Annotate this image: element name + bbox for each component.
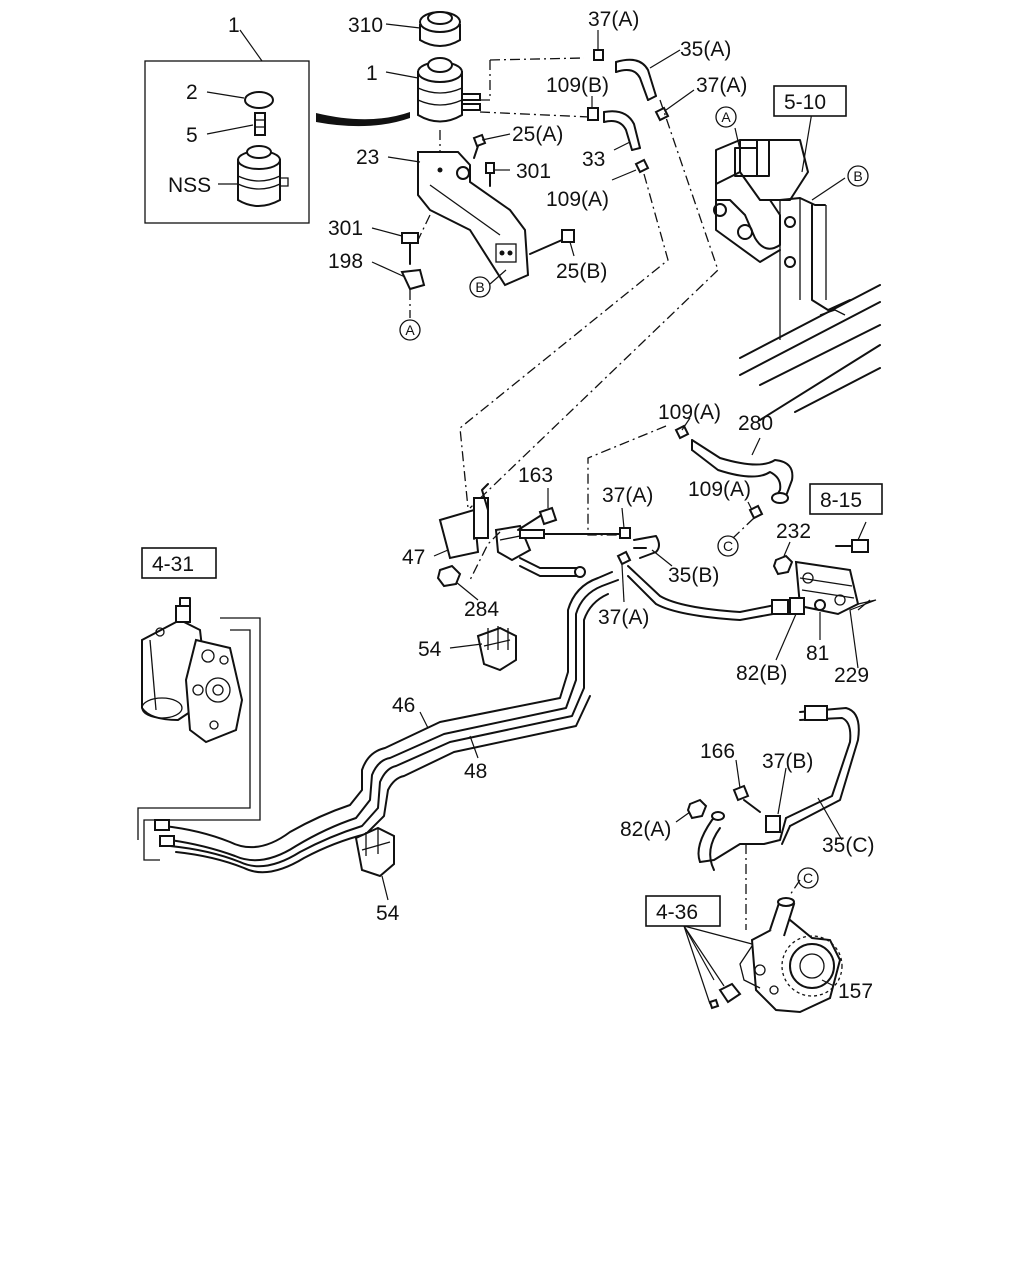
connector-b-upper: B xyxy=(847,165,869,187)
connector-a-lower: A xyxy=(399,319,421,341)
ref-box-4-36: 4-36 xyxy=(645,895,721,927)
reservoir-assembly xyxy=(371,11,591,318)
oil-cooler xyxy=(772,521,877,669)
callout-229: 229 xyxy=(834,664,869,687)
inset-pointer-arrow xyxy=(316,112,410,127)
callout-46: 46 xyxy=(392,694,415,717)
svg-text:8-15: 8-15 xyxy=(820,489,862,512)
callout-48: 48 xyxy=(464,760,487,783)
svg-text:A: A xyxy=(721,109,731,125)
ref-box-5-10: 5-10 xyxy=(773,85,847,117)
callout-labels: 1 2 5 NSS 310 1 23 301 301 198 25(A) 25(… xyxy=(168,8,875,1003)
callout-284: 284 xyxy=(464,598,499,621)
pipe-clamp-upper xyxy=(449,626,517,672)
callout-82b: 82(B) xyxy=(736,662,787,685)
callout-163: 163 xyxy=(518,464,553,487)
callout-47: 47 xyxy=(402,546,425,569)
connector-c-lower: C xyxy=(797,867,819,889)
callout-54-upper: 54 xyxy=(418,638,442,661)
callout-109a-2: 109(A) xyxy=(658,401,721,424)
steering-gear-box xyxy=(141,597,244,744)
callout-198: 198 xyxy=(328,250,363,273)
callout-37b: 37(B) xyxy=(762,750,813,773)
callout-37a-4: 37(A) xyxy=(598,606,649,629)
callout-35c: 35(C) xyxy=(822,834,875,857)
callout-82a: 82(A) xyxy=(620,818,671,841)
svg-text:B: B xyxy=(475,279,484,295)
svg-text:4-31: 4-31 xyxy=(152,553,194,576)
callout-1-inset: 1 xyxy=(228,14,240,37)
callout-301-upper: 301 xyxy=(516,160,551,183)
callout-81: 81 xyxy=(806,642,829,665)
callout-nss: NSS xyxy=(168,174,211,197)
ref-box-4-31: 4-31 xyxy=(141,547,217,579)
svg-text:C: C xyxy=(803,870,813,886)
pipe-clamp-lower xyxy=(354,826,395,901)
svg-text:A: A xyxy=(405,322,415,338)
callout-1-reservoir: 1 xyxy=(366,62,378,85)
callout-37a-3: 37(A) xyxy=(602,484,653,507)
callout-109b: 109(B) xyxy=(546,74,609,97)
callout-232: 232 xyxy=(776,520,811,543)
callout-2: 2 xyxy=(186,81,198,104)
upper-return-hoses xyxy=(459,30,719,529)
callout-301-lower: 301 xyxy=(328,217,363,240)
callout-25b: 25(B) xyxy=(556,260,607,283)
hose-35b xyxy=(616,507,673,603)
callout-280: 280 xyxy=(738,412,773,435)
connector-b-lower: B xyxy=(469,269,507,298)
callout-109a-3: 109(A) xyxy=(688,478,751,501)
svg-text:5-10: 5-10 xyxy=(784,91,826,114)
connector-a-upper: A xyxy=(715,106,737,128)
connector-c-upper: C xyxy=(717,535,739,557)
svg-text:4-36: 4-36 xyxy=(656,901,698,924)
callout-33: 33 xyxy=(582,148,605,171)
callout-109a-1: 109(A) xyxy=(546,188,609,211)
callout-23: 23 xyxy=(356,146,379,169)
pump-supply-hose xyxy=(675,705,860,930)
hose-280-assembly xyxy=(587,417,794,539)
callout-310: 310 xyxy=(348,14,383,37)
callout-166: 166 xyxy=(700,740,735,763)
pressure-return-pipes xyxy=(137,565,789,874)
svg-text:B: B xyxy=(853,168,862,184)
callout-37a-2: 37(A) xyxy=(696,74,747,97)
callout-35a: 35(A) xyxy=(680,38,731,61)
valve-block-47 xyxy=(433,483,621,601)
callout-5: 5 xyxy=(186,124,198,147)
svg-text:C: C xyxy=(723,538,733,554)
callout-37a-1: 37(A) xyxy=(588,8,639,31)
steering-bracket-frame xyxy=(713,111,881,421)
callout-35b: 35(B) xyxy=(668,564,719,587)
reservoir-breakdown-inset xyxy=(144,29,310,224)
power-steering-pump xyxy=(683,897,843,1014)
ref-box-8-15: 8-15 xyxy=(809,483,883,515)
callout-25a: 25(A) xyxy=(512,123,563,146)
callout-54-lower: 54 xyxy=(376,902,400,925)
callout-157: 157 xyxy=(838,980,873,1003)
